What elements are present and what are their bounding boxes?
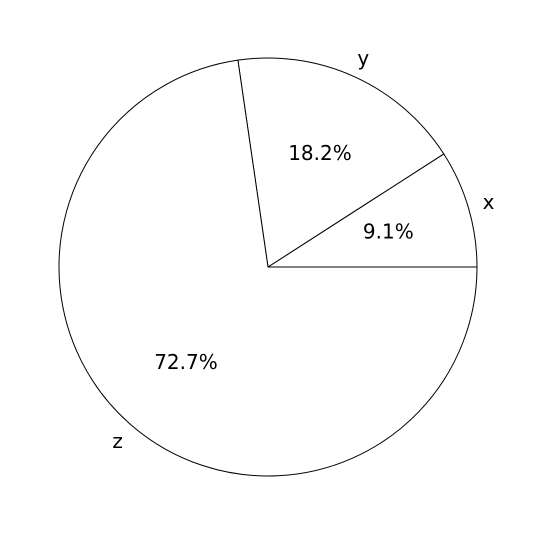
slice-label-z: z (112, 429, 123, 453)
slice-label-y: y (357, 46, 369, 70)
pie-slice-y (237, 57, 445, 268)
percent-label-x: 9.1% (363, 220, 414, 244)
pie-labels: x 9.1% y 18.2% z 72.7% (112, 46, 494, 453)
pie-slices (58, 57, 478, 477)
percent-label-y: 18.2% (288, 141, 352, 165)
percent-label-z: 72.7% (154, 350, 218, 374)
pie-slice-x (267, 153, 478, 268)
slice-label-x: x (483, 190, 495, 214)
pie-slice-z (58, 59, 478, 477)
